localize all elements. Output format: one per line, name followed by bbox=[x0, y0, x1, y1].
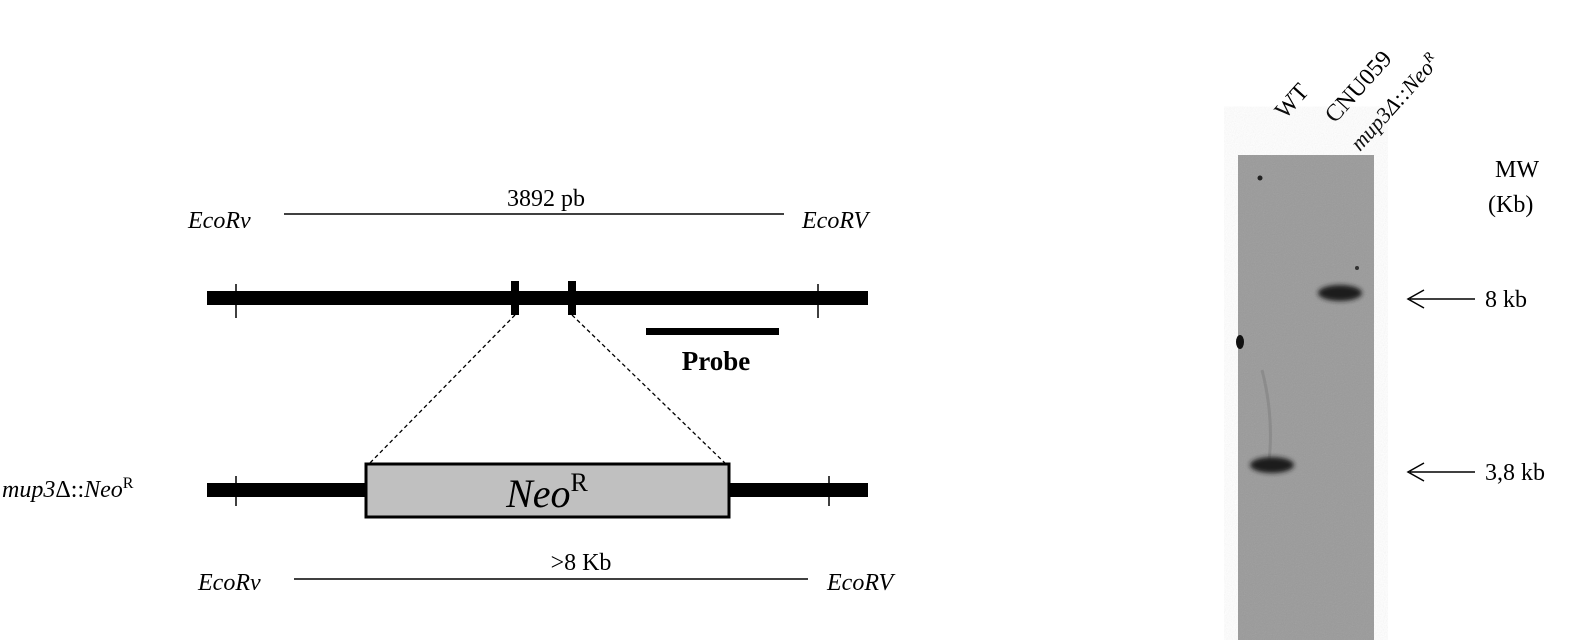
arrow-8kb-head bbox=[1406, 289, 1425, 309]
gel-edge-mark bbox=[1236, 335, 1244, 349]
probe-label: Probe bbox=[682, 346, 751, 376]
marker-8kb-label: 8 kb bbox=[1485, 287, 1527, 313]
neo-cassette-label: NeoR bbox=[505, 468, 588, 516]
gel-speck bbox=[1355, 266, 1359, 270]
arrow-3-8kb-head bbox=[1406, 462, 1425, 482]
top-fragment-size-label: 3892 pb bbox=[507, 186, 585, 212]
top-right-ecorv-label: EcoRV bbox=[801, 208, 871, 234]
bottom-left-ecorv-label: EcoRv bbox=[197, 570, 261, 596]
mw-unit: (Kb) bbox=[1488, 192, 1533, 218]
band-8kb bbox=[1318, 285, 1362, 301]
mw-title: MW bbox=[1495, 157, 1539, 183]
mutant-map: mup3Δ::NeoR NeoR EcoRv >8 Kb EcoRV bbox=[2, 462, 896, 596]
band-3-8kb bbox=[1250, 457, 1294, 473]
gel-texture bbox=[1238, 155, 1374, 640]
neo-cassette-box bbox=[364, 462, 731, 519]
replacement-dashed-line-left bbox=[367, 314, 516, 466]
gene-boundary-right bbox=[568, 281, 576, 315]
bottom-right-ecorv-label: EcoRV bbox=[826, 570, 896, 596]
mutant-locus-bar-left bbox=[207, 483, 365, 497]
mutant-locus-bar-right bbox=[729, 483, 868, 497]
gene-boundary-left bbox=[511, 281, 519, 315]
wild-type-locus-bar bbox=[207, 291, 868, 305]
wild-type-map: EcoRv 3892 pb EcoRV Probe bbox=[187, 186, 871, 376]
lane-label-wt: WT bbox=[1270, 79, 1315, 124]
replacement-dashed-line-right bbox=[571, 314, 728, 466]
marker-3-8kb-label: 3,8 kb bbox=[1485, 460, 1545, 486]
gel-speck bbox=[1257, 175, 1263, 181]
top-left-ecorv-label: EcoRv bbox=[187, 208, 251, 234]
bottom-fragment-size-label: >8 Kb bbox=[551, 550, 612, 576]
probe-bar bbox=[646, 328, 779, 335]
mutant-allele-label: mup3Δ::NeoR bbox=[2, 475, 134, 503]
southern-blot: WT CNU059 mup3Δ::NeoR MW (Kb) 8 kb 3,8 k… bbox=[1236, 46, 1545, 640]
